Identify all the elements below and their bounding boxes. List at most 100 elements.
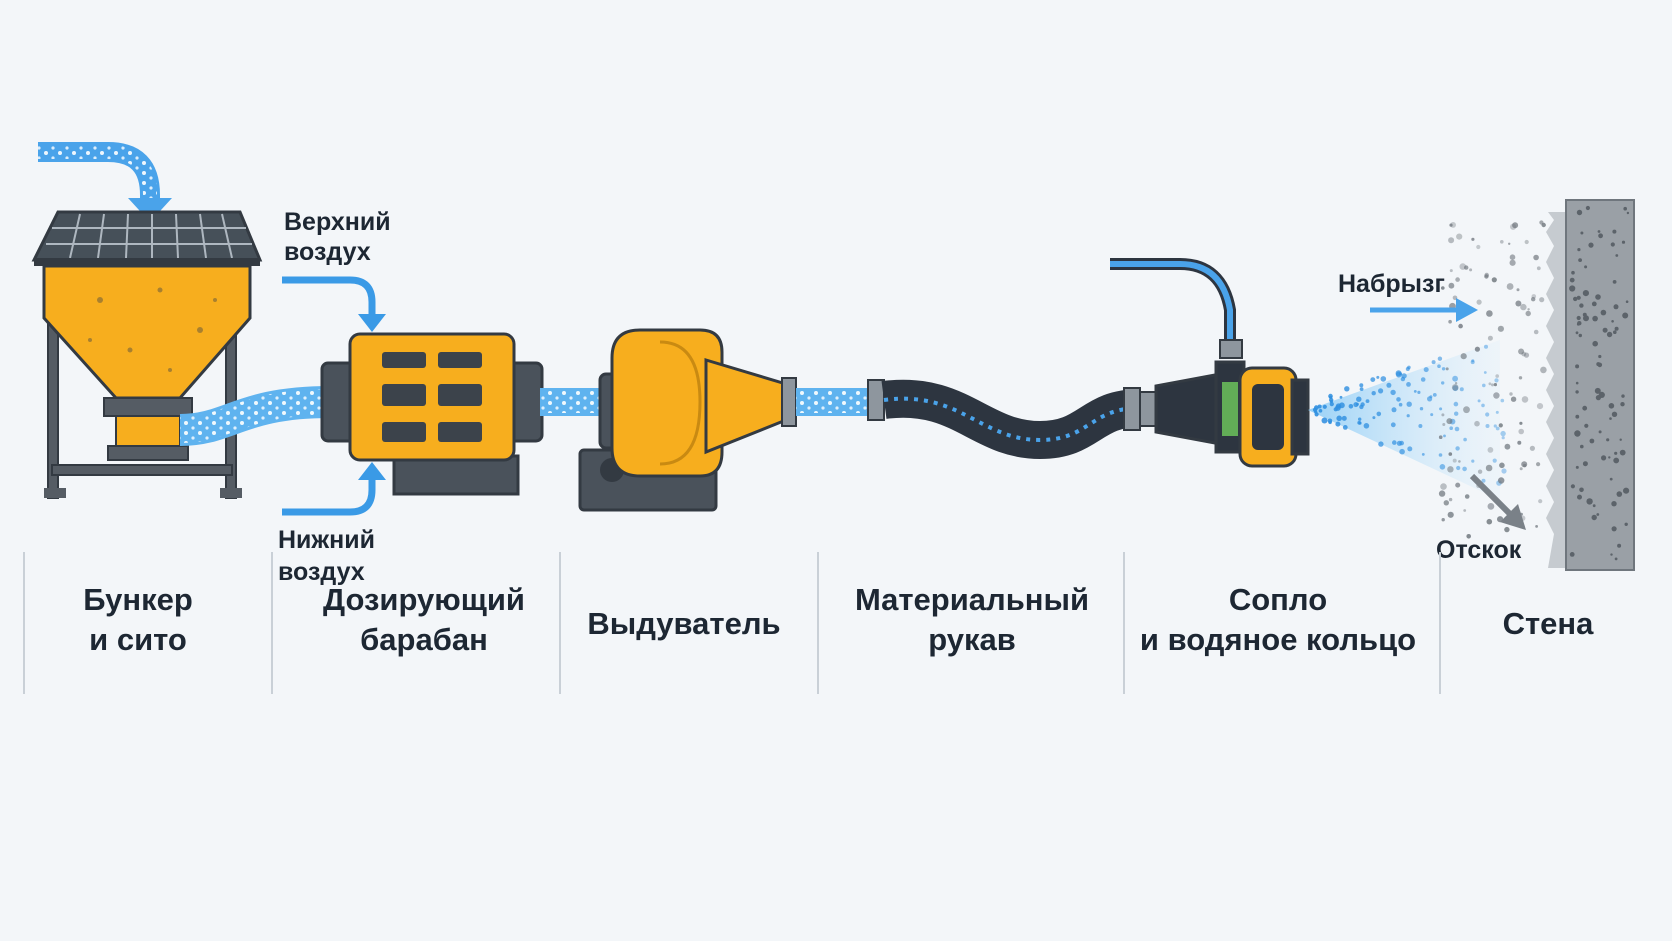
- wall-texture-dot: [1580, 444, 1584, 449]
- wall-texture-dot: [1579, 303, 1584, 308]
- rebound-particle: [1535, 525, 1538, 528]
- spray-cone: [1308, 340, 1507, 500]
- wall-texture-dot: [1580, 231, 1584, 235]
- spray-particle: [1406, 382, 1411, 387]
- rebound-particle: [1527, 308, 1530, 311]
- wall-texture-dot: [1624, 522, 1628, 526]
- spray-particle: [1421, 453, 1425, 456]
- spray-particle: [1355, 402, 1359, 406]
- wall-texture-dot: [1606, 438, 1610, 442]
- rebound-particle: [1455, 482, 1461, 488]
- spray-particle: [1339, 402, 1345, 409]
- spray-particle: [1452, 385, 1459, 392]
- rebound-label: Отскок: [1436, 536, 1522, 564]
- spray-particle: [1500, 430, 1506, 437]
- spray-particle: [1356, 396, 1362, 402]
- stage-caption-line: рукав: [928, 622, 1016, 657]
- rebound-particle: [1509, 254, 1516, 260]
- rebound-particle: [1448, 237, 1455, 244]
- rebound-particle: [1449, 223, 1453, 227]
- spray-particle: [1396, 440, 1402, 446]
- spray-particle: [1462, 466, 1467, 472]
- spray-particle: [1482, 383, 1486, 388]
- bottom-air-label: Нижний воздух: [278, 526, 382, 586]
- stage-caption-line: Сопло: [1229, 582, 1327, 617]
- feed-pipe: [179, 386, 331, 446]
- rebound-particle: [1509, 259, 1516, 266]
- wall-texture-dot: [1621, 240, 1626, 244]
- wall-texture-dot: [1623, 206, 1627, 211]
- spray-particle: [1413, 390, 1417, 393]
- rebound-particle: [1540, 366, 1547, 374]
- spray-particle: [1318, 409, 1323, 413]
- wall-texture-dot: [1619, 438, 1622, 441]
- spray-particle: [1481, 478, 1486, 483]
- spray-particle: [1380, 376, 1387, 382]
- wall-texture-dot: [1591, 514, 1597, 521]
- spray-particle: [1378, 388, 1384, 394]
- spray-particle: [1431, 360, 1436, 365]
- wall-texture-dot: [1613, 304, 1619, 310]
- wall-texture-dot: [1588, 242, 1594, 248]
- spray-particle: [1359, 387, 1364, 391]
- spray-particle: [1493, 424, 1497, 428]
- wall-texture-dot: [1575, 465, 1579, 469]
- material-hose: [867, 379, 1157, 460]
- wall-texture-dot: [1625, 300, 1629, 304]
- rebound-particle: [1524, 239, 1529, 245]
- wall-texture-dot: [1592, 340, 1598, 347]
- rebound-particle: [1498, 477, 1505, 484]
- spray-particle: [1432, 393, 1437, 397]
- wall-texture-dot: [1600, 309, 1607, 316]
- wall-texture-dot: [1582, 461, 1588, 467]
- rebound-particle: [1463, 509, 1467, 512]
- spray-particle: [1429, 395, 1433, 399]
- wall-texture-dot: [1575, 364, 1580, 369]
- spray-particle: [1400, 376, 1406, 382]
- dosing-drum: [320, 332, 544, 496]
- rebound-particle: [1448, 282, 1455, 289]
- rebound-particle: [1518, 348, 1525, 355]
- rebound-particle: [1517, 440, 1522, 445]
- hopper: [42, 264, 252, 400]
- wall-texture-dot: [1583, 315, 1589, 322]
- spray-particle: [1363, 423, 1370, 429]
- wall-texture-dot: [1622, 312, 1629, 319]
- spray-particle: [1336, 415, 1342, 422]
- wall-texture-dot: [1610, 242, 1615, 247]
- rebound-particle: [1504, 526, 1510, 533]
- rebound-arrow: [1469, 473, 1526, 530]
- rebound-particle: [1471, 237, 1475, 241]
- wall-texture-dot: [1617, 543, 1622, 548]
- spray-particle: [1452, 375, 1458, 382]
- spray-particle: [1372, 416, 1376, 420]
- rebound-particle: [1474, 420, 1480, 427]
- spray-particle: [1501, 436, 1505, 440]
- rebound-particle: [1447, 466, 1454, 473]
- wall-texture-dot: [1608, 403, 1615, 409]
- spray-particle: [1406, 414, 1410, 418]
- nozzle-and-water-ring: [1110, 258, 1310, 468]
- wall-texture-dot: [1626, 211, 1630, 215]
- wall-texture-dot: [1596, 513, 1600, 516]
- wall-texture-dot: [1570, 484, 1575, 489]
- bunker-and-sieve: [31, 142, 263, 499]
- spray-particle: [1463, 437, 1467, 442]
- rebound-particle: [1441, 413, 1445, 417]
- spray-particle: [1359, 383, 1364, 388]
- bottom-air-arrow: [282, 462, 386, 516]
- wall-texture-dot: [1611, 320, 1614, 323]
- blower-to-hose-pipe: [796, 388, 872, 416]
- rebound-particle: [1451, 384, 1459, 391]
- spray-particle: [1420, 377, 1426, 382]
- wall-texture-dot: [1578, 333, 1583, 338]
- spray-particle: [1371, 391, 1376, 396]
- wall-texture-dot: [1613, 330, 1617, 335]
- spray-particle: [1357, 420, 1362, 425]
- spray-particle: [1419, 407, 1424, 411]
- rebound-particle: [1493, 383, 1497, 387]
- rebound-particle: [1441, 286, 1445, 290]
